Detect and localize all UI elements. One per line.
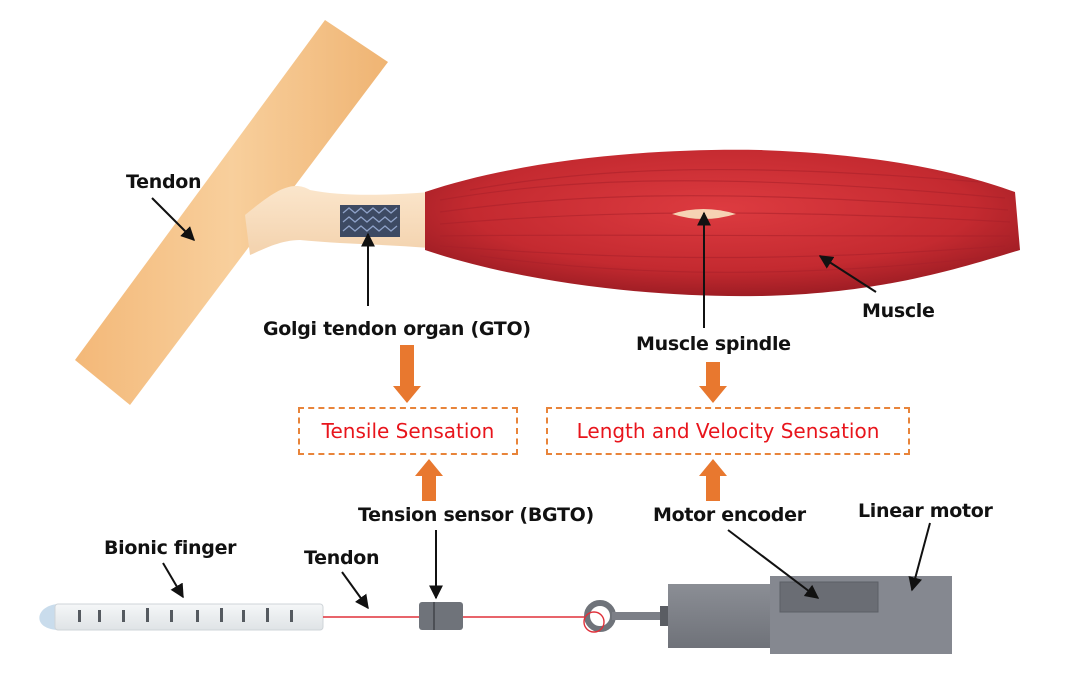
spindle-to-length-arrow	[699, 362, 727, 403]
motor-collar	[660, 606, 668, 626]
tensile-sensation-box: Tensile Sensation	[298, 407, 518, 455]
encoder-to-length-arrow	[699, 459, 727, 501]
wire-loop	[583, 611, 605, 633]
tendon-pointer-arrow	[151, 197, 195, 241]
motor-rod	[612, 612, 670, 620]
sensor-to-tensile-arrow	[415, 459, 443, 501]
tension-sensor-label: Tension sensor (BGTO)	[358, 504, 594, 526]
length-velocity-sensation-box: Length and Velocity Sensation	[546, 407, 910, 455]
muscle-label: Muscle	[862, 300, 935, 322]
muscle-spindle-label: Muscle spindle	[636, 333, 791, 355]
muscle-fibers	[439, 168, 1011, 273]
finger-pointer-arrow	[162, 562, 184, 599]
muscle-pointer-arrow	[818, 255, 877, 293]
finger-body	[54, 603, 324, 631]
tendon-shape	[75, 20, 388, 405]
motor-encoder-shape	[779, 581, 879, 613]
tension-sensor-shape	[419, 602, 463, 630]
bionic-finger-label: Bionic finger	[104, 537, 237, 559]
gto-to-tensile-arrow	[393, 345, 421, 403]
tensile-sensation-text: Tensile Sensation	[321, 419, 495, 443]
length-velocity-sensation-text: Length and Velocity Sensation	[576, 419, 880, 443]
device-tendon-label: Tendon	[304, 547, 380, 569]
linear-motor-label: Linear motor	[858, 500, 993, 522]
gto-pattern	[342, 207, 398, 232]
motor-encoder-label: Motor encoder	[653, 504, 806, 526]
tendon-branch	[245, 186, 430, 255]
tendon-label: Tendon	[126, 171, 202, 193]
muscle-shape	[425, 149, 1020, 297]
tension-sensor-seam	[433, 602, 435, 630]
encoder-pointer-arrow	[727, 529, 820, 599]
connector-ring	[584, 600, 616, 632]
gto-label: Golgi tendon organ (GTO)	[263, 318, 531, 340]
finger-joints	[78, 608, 293, 622]
tendon-wire-pointer-arrow	[341, 571, 369, 610]
linear-motor-pointer-arrow	[908, 522, 931, 592]
